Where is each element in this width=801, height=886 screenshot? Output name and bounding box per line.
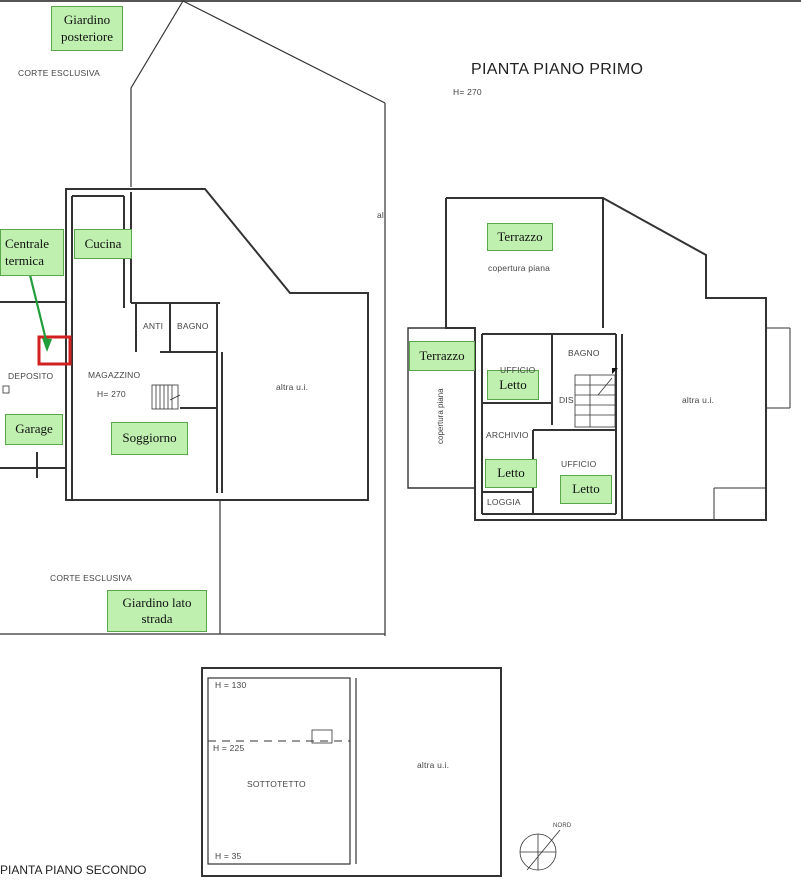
height-225: H = 225 — [213, 743, 245, 753]
first-floor-stairs — [574, 374, 616, 428]
label-letto-3: Letto — [560, 475, 612, 504]
second-floor-title: PIANTA PIANO SECONDO — [0, 863, 147, 877]
stair-marker — [612, 368, 618, 374]
first-floor-walls — [407, 197, 791, 521]
ground-floor-walls — [0, 188, 369, 501]
room-bagno-first: BAGNO — [568, 348, 600, 358]
height-130: H = 130 — [215, 680, 247, 690]
altra-ui-second: altra u.i. — [417, 760, 450, 770]
label-giardino-posteriore: Giardino posteriore — [51, 6, 123, 51]
north-compass-icon — [519, 829, 561, 871]
room-dis: DIS — [559, 395, 574, 405]
label-cucina: Cucina — [74, 229, 132, 259]
arrow-line — [28, 274, 49, 345]
first-floor-title: PIANTA PIANO PRIMO — [471, 61, 644, 78]
room-anti: ANTI — [143, 321, 164, 331]
room-magazzino: MAGAZZINO — [88, 370, 141, 380]
room-archivio: ARCHIVIO — [486, 430, 529, 440]
copertura-piana-vertical: copertura piana — [436, 388, 445, 444]
site-boundary-top — [130, 0, 386, 187]
room-bagno-ground: BAGNO — [177, 321, 209, 331]
small-square — [2, 385, 10, 394]
magazzino-height: H= 270 — [97, 389, 126, 399]
ground-floor-stairs — [151, 384, 181, 410]
room-loggia: LOGGIA — [487, 497, 521, 507]
label-terrazzo-top: Terrazzo — [487, 223, 553, 251]
corte-esclusiva-top: CORTE ESCLUSIVA — [18, 68, 101, 78]
al-fragment: al — [377, 210, 385, 220]
label-soggiorno: Soggiorno — [111, 422, 188, 455]
label-garage: Garage — [5, 414, 63, 445]
label-letto-1: Letto — [487, 370, 539, 400]
room-sottotetto: SOTTOTETTO — [247, 779, 306, 789]
label-giardino-lato-strada: Giardino lato strada — [107, 590, 207, 632]
room-deposito: DEPOSITO — [8, 371, 54, 381]
label-terrazzo-left: Terrazzo — [409, 341, 475, 371]
room-ufficio-1: UFFICIO — [500, 365, 536, 375]
highlight-box — [37, 335, 72, 366]
height-35: H = 35 — [215, 851, 242, 861]
compass-nord-label: NORD — [553, 823, 572, 829]
chimney — [311, 729, 333, 744]
arrow-head-icon — [42, 338, 52, 352]
label-letto-2: Letto — [485, 459, 537, 488]
label-centrale-termica: Centrale termica — [0, 229, 64, 276]
corte-esclusiva-bottom: CORTE ESCLUSIVA — [50, 573, 133, 583]
second-floor-walls — [201, 667, 502, 877]
copertura-piana: copertura piana — [488, 263, 551, 273]
altra-ui-ground: altra u.i. — [276, 382, 309, 392]
altra-ui-first: altra u.i. — [682, 395, 715, 405]
first-floor-height: H= 270 — [453, 87, 482, 97]
room-ufficio-2: UFFICIO — [561, 459, 597, 469]
